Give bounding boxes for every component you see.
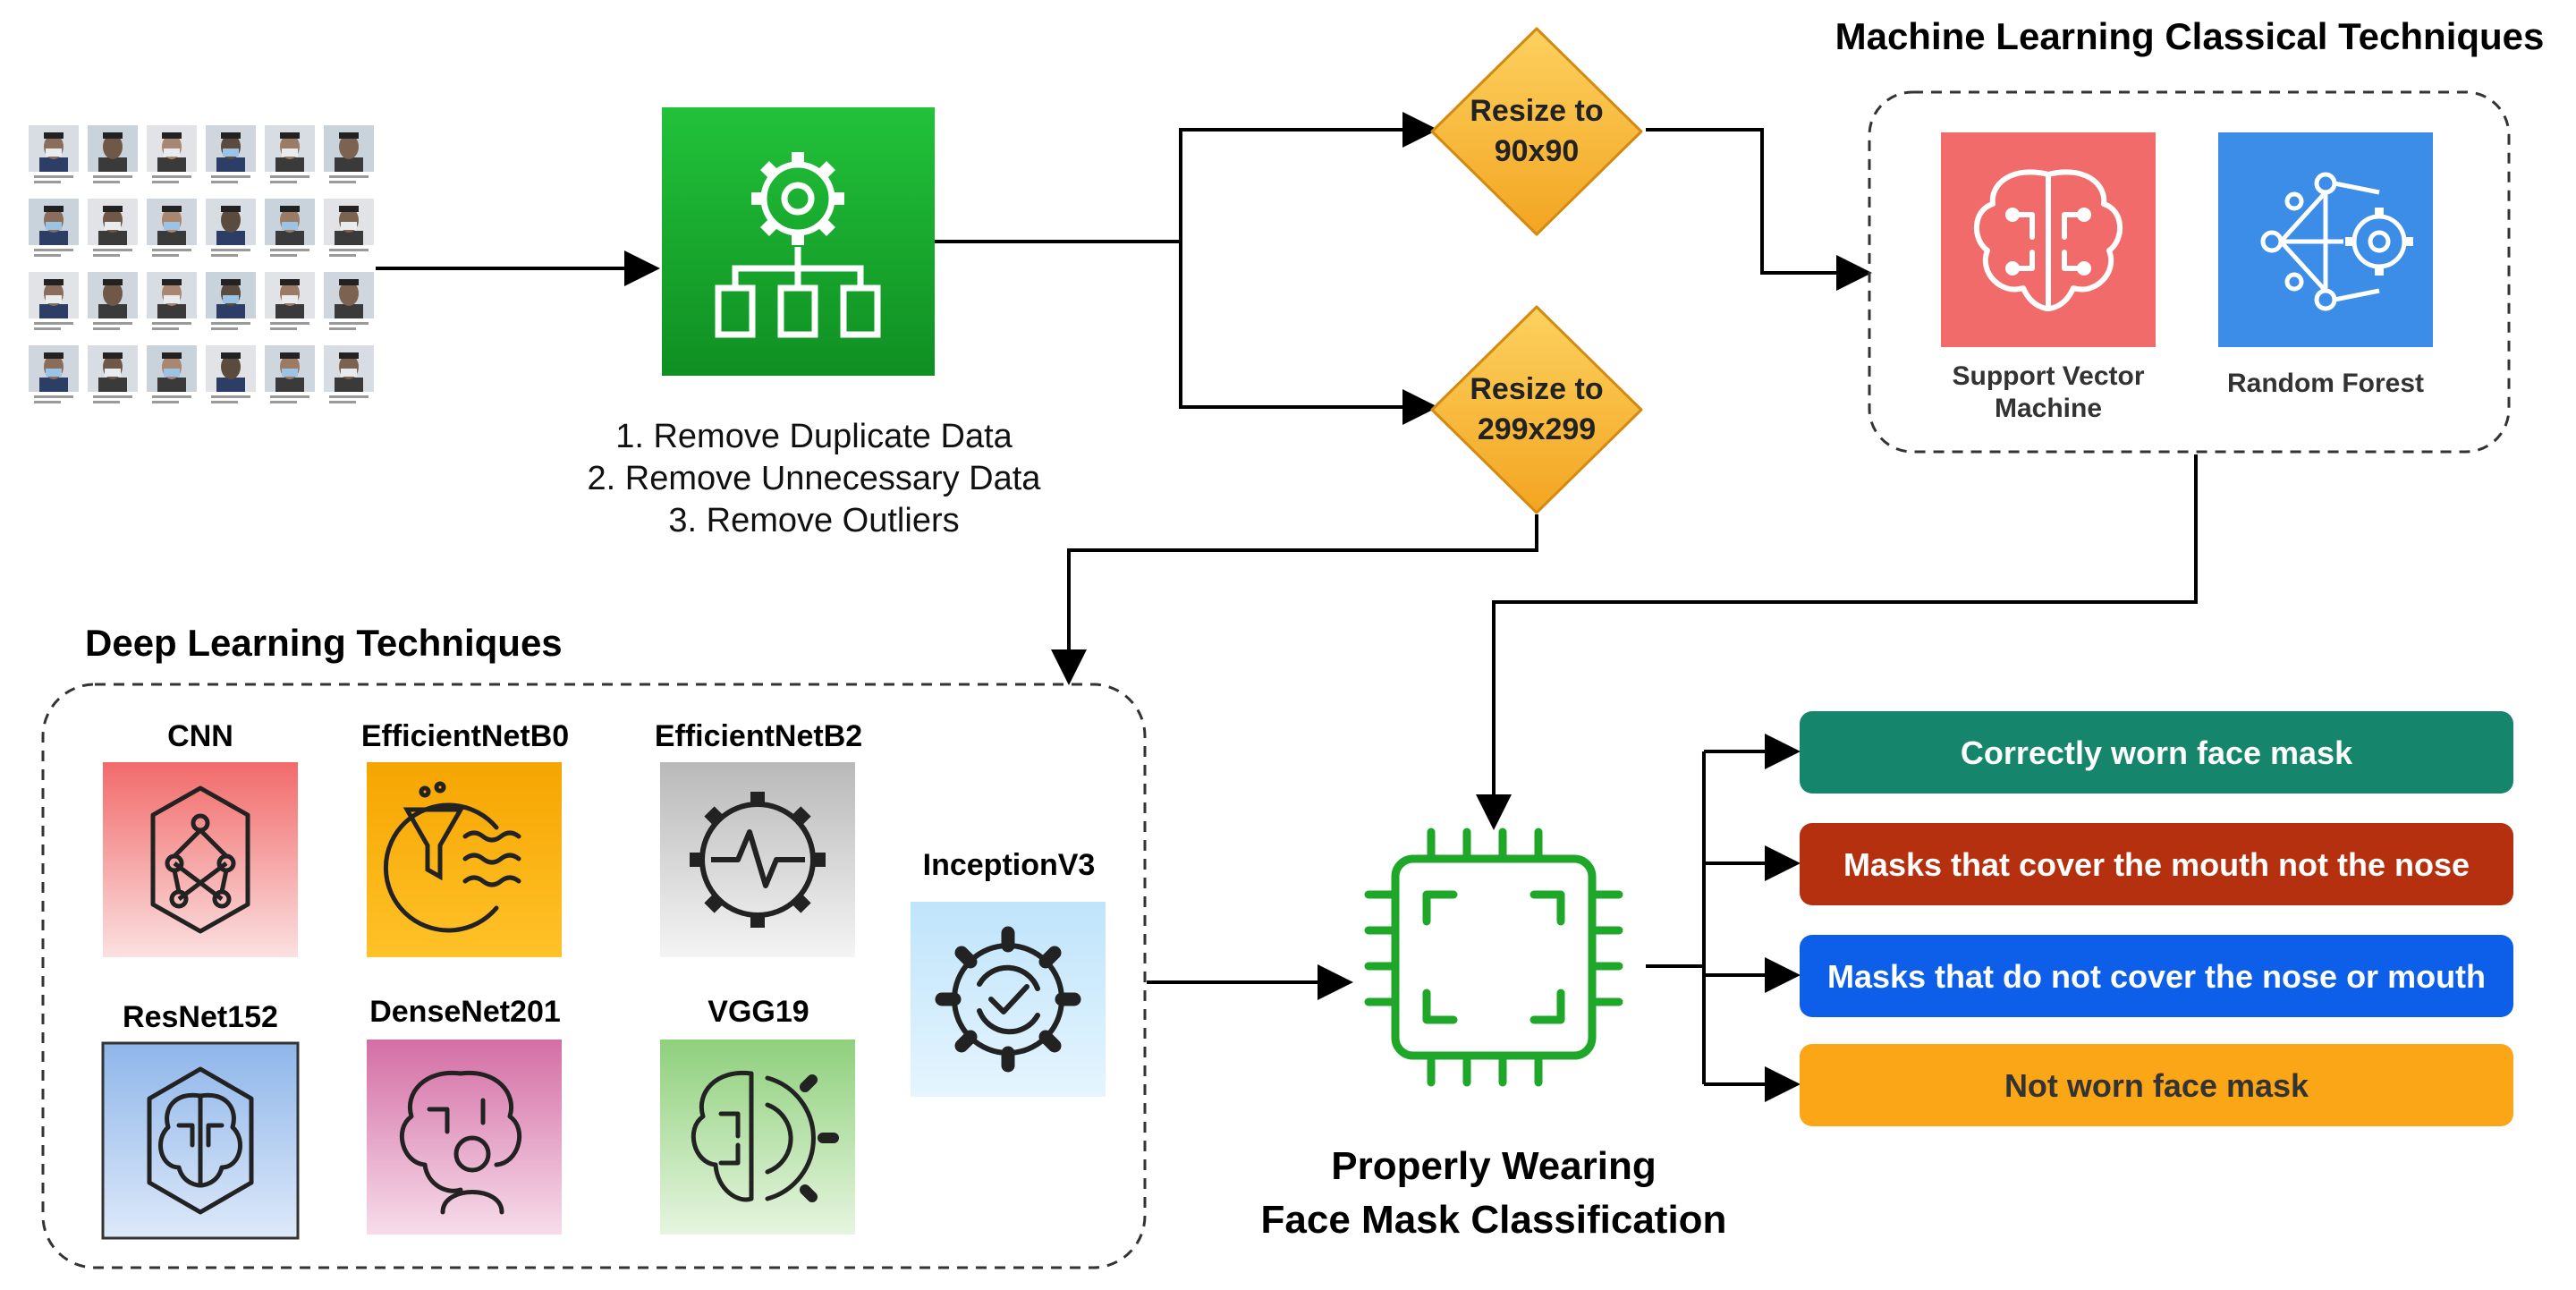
efficientnetb2-label: EfficientNetB2	[655, 719, 862, 753]
dataset-thumbnail	[88, 125, 138, 183]
densenet201-tile	[367, 1040, 562, 1235]
output-class-label: Not worn face mask	[2004, 1067, 2309, 1104]
resnet152-label: ResNet152	[123, 1000, 278, 1034]
dataset-thumbnail	[324, 272, 374, 330]
output-class-label: Masks that cover the mouth not the nose	[1843, 846, 2470, 883]
svm-label-line1: Support Vector	[1952, 361, 2144, 391]
hexagon-network-icon	[150, 785, 250, 934]
gear-check-icon	[935, 926, 1081, 1073]
dataset-thumbnail	[324, 125, 374, 183]
funnel-filter-icon	[383, 781, 521, 933]
gear-pulse-icon	[690, 792, 826, 928]
brain-gear-icon	[691, 1070, 839, 1202]
dataset-thumbnail	[29, 345, 79, 403]
output-class-3: Masks that do not cover the nose or mout…	[1800, 935, 2513, 1017]
dataset-thumbnail	[206, 345, 256, 403]
output-class-bar	[1800, 935, 2513, 1017]
brain-person-icon	[399, 1070, 522, 1215]
resize-299-line1: Resize to	[1470, 372, 1603, 406]
dataset-thumbnail	[324, 345, 374, 403]
deep-learning-group: Deep Learning Techniques CNN EfficientNe…	[41, 622, 1147, 1269]
ml-group-title: Machine Learning Classical Techniques	[1835, 15, 2545, 57]
dataset-thumbnail	[88, 272, 138, 330]
dl-group-title: Deep Learning Techniques	[85, 622, 563, 664]
resize-90-line2: 90x90	[1495, 134, 1580, 168]
dataset-thumbnail	[29, 272, 79, 330]
connectors	[376, 112, 2198, 1102]
resize-299-line2: 299x299	[1478, 412, 1596, 446]
hierarchy-gear-icon	[715, 152, 881, 338]
dataset-thumbnail	[29, 199, 79, 257]
brain-circuit-icon	[1973, 169, 2123, 311]
cnn-label: CNN	[167, 719, 233, 753]
densenet201-label: DenseNet201	[369, 995, 561, 1029]
dataset-thumbnail	[324, 199, 374, 257]
dataset-thumbnail	[147, 199, 197, 257]
classifier-title-line2: Face Mask Classification	[1261, 1198, 1727, 1242]
dataset-thumbnail	[147, 272, 197, 330]
classifier-block: Properly Wearing Face Mask Classificatio…	[1261, 827, 1727, 1242]
vgg19-label: VGG19	[708, 995, 809, 1029]
output-class-label: Masks that do not cover the nose or mout…	[1827, 958, 2486, 995]
dataset-thumbnail	[206, 125, 256, 183]
efficientnetb0-label: EfficientNetB0	[361, 719, 569, 753]
ml-group-frame	[1868, 90, 2511, 454]
dataset-thumbnail	[206, 272, 256, 330]
arrow-to-resize-small	[935, 112, 1438, 243]
resize-90-line1: Resize to	[1470, 94, 1603, 128]
dataset-thumbnail	[206, 199, 256, 257]
output-class-bar	[1800, 711, 2513, 794]
output-class-label: Correctly worn face mask	[1961, 734, 2353, 771]
svm-label-line2: Machine	[1995, 394, 2102, 423]
dataset-thumbnail	[265, 272, 315, 330]
preprocess-step-2: 2. Remove Unnecessary Data	[588, 460, 1042, 497]
classifier-title-line1: Properly Wearing	[1331, 1144, 1657, 1188]
dataset-thumbnail	[29, 125, 79, 183]
output-class-bar	[1800, 823, 2513, 905]
dataset-thumbnail	[147, 125, 197, 183]
ml-classical-group: Machine Learning Classical Techniques Su…	[1835, 15, 2545, 454]
dl-group-frame	[41, 683, 1147, 1269]
arrow-to-dl	[1051, 514, 1538, 685]
dataset-thumbnail	[265, 125, 315, 183]
dataset-thumbnail	[88, 345, 138, 403]
inceptionv3-label: InceptionV3	[923, 848, 1096, 882]
output-class-2: Masks that cover the mouth not the nose	[1800, 823, 2513, 905]
cnn-tile	[103, 762, 298, 957]
rf-label: Random Forest	[2227, 369, 2424, 398]
network-gear-icon	[2260, 172, 2413, 311]
hex-brain-icon	[147, 1066, 254, 1215]
output-class-bar	[1800, 1044, 2513, 1126]
arrow-to-ml	[1646, 128, 1872, 291]
arrow-ml-to-classifier	[1476, 454, 2198, 830]
output-class-1: Correctly worn face mask	[1800, 711, 2513, 794]
dataset-thumbnail	[265, 345, 315, 403]
chip-icon	[1364, 827, 1623, 1087]
preprocess-step-3: 3. Remove Outliers	[668, 502, 959, 539]
dataset-thumbnail	[265, 199, 315, 257]
preprocess-step-1: 1. Remove Duplicate Data	[615, 418, 1013, 455]
arrow-to-resize-large	[1179, 242, 1438, 425]
resize-90-decision: Resize to 90x90	[1430, 27, 1643, 236]
dataset-image-grid	[29, 125, 374, 403]
dataset-thumbnail	[147, 345, 197, 403]
output-class-4: Not worn face mask	[1800, 1044, 2513, 1126]
resize-299-decision: Resize to 299x299	[1430, 305, 1643, 514]
dataset-thumbnail	[88, 199, 138, 257]
preprocess-block: 1. Remove Duplicate Data 2. Remove Unnec…	[588, 107, 1042, 539]
